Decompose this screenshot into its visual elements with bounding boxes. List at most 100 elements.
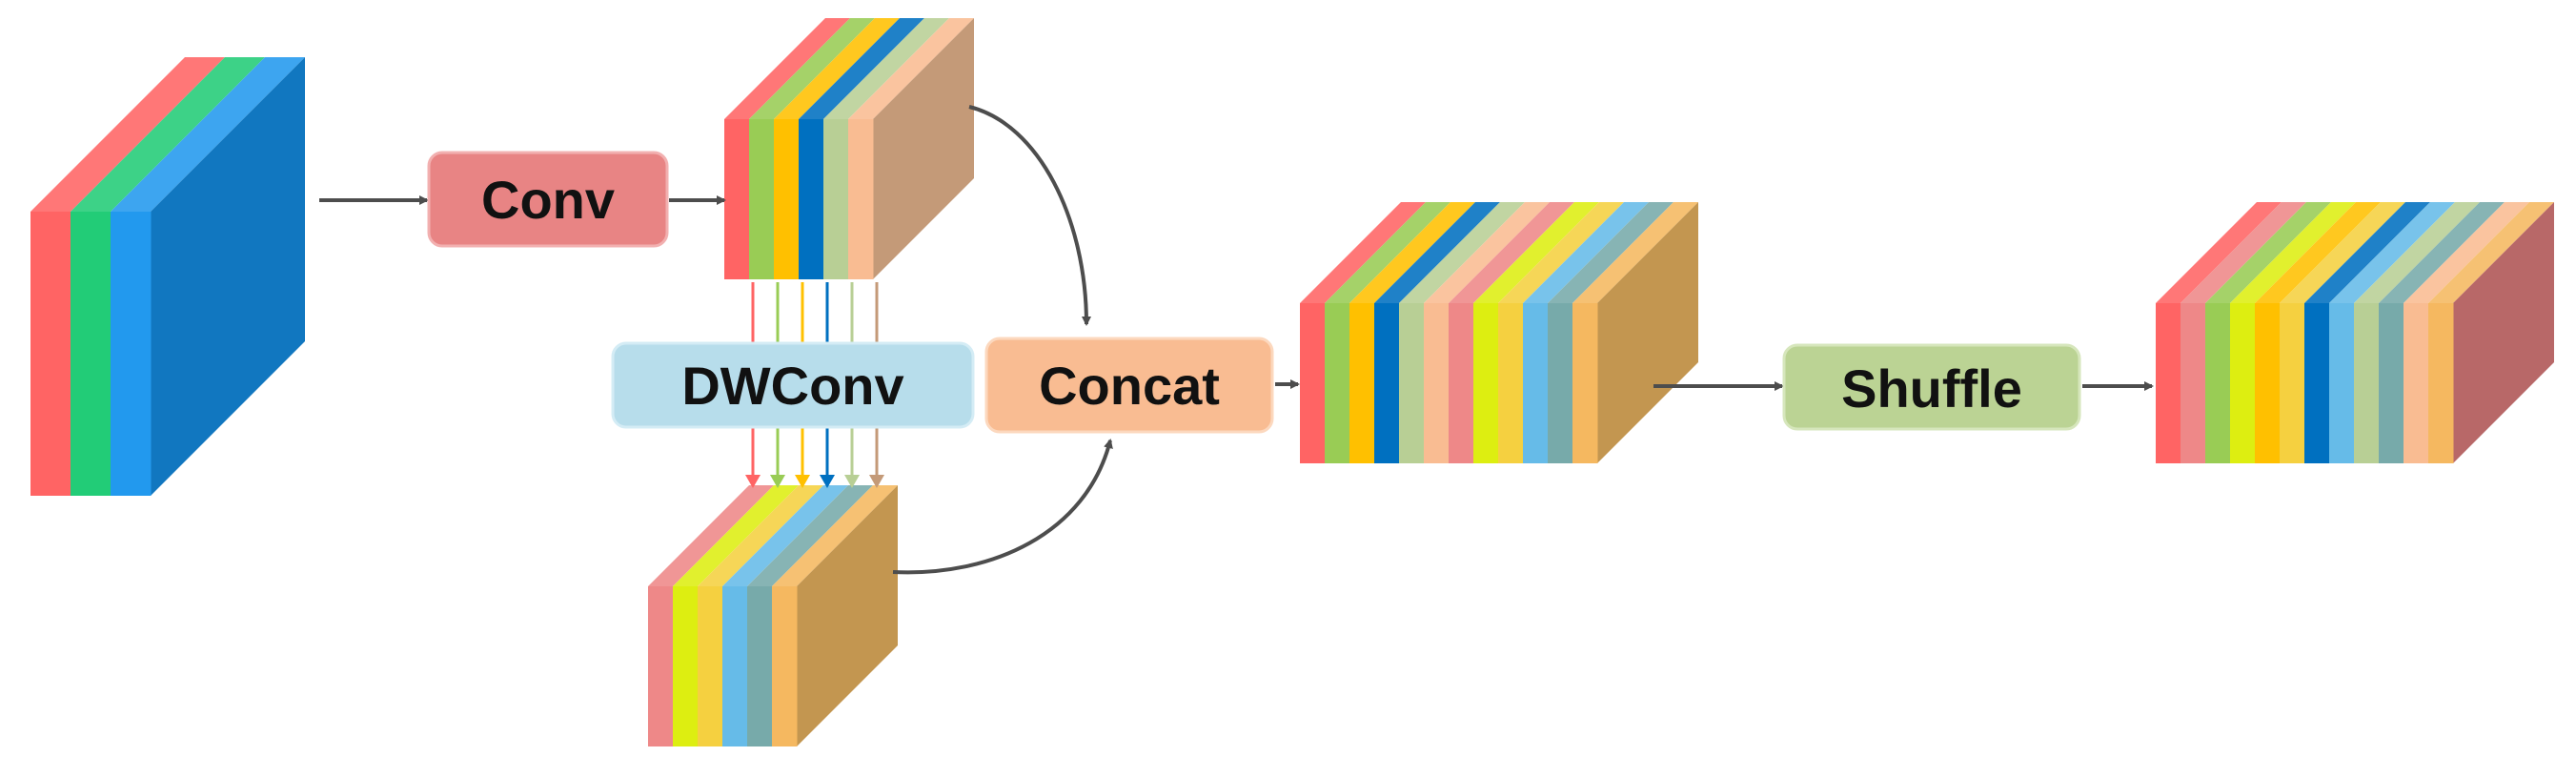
channel-top-face (2156, 202, 2282, 303)
channel-top-face (2255, 202, 2381, 303)
channel-front-face (772, 586, 798, 746)
channel-top-face (774, 18, 900, 119)
channel-arrow-head (844, 475, 860, 488)
channel-arrow-head (770, 475, 785, 488)
connector-arrows (319, 105, 2154, 575)
channel-front-face (724, 119, 750, 279)
channel-top-face (30, 57, 225, 212)
channel-front-face (2180, 303, 2206, 463)
block-side-face (2453, 202, 2554, 463)
channel-top-face (1523, 202, 1649, 303)
input-feature-map (30, 57, 305, 496)
channel-top-face (747, 485, 873, 586)
channel-front-face (2280, 303, 2305, 463)
channel-front-face (799, 119, 824, 279)
channel-top-face (1300, 202, 1426, 303)
channel-top-face (2329, 202, 2455, 303)
channel-front-face (673, 586, 699, 746)
channel-front-face (2329, 303, 2355, 463)
shuffle-box: Shuffle (1782, 343, 2081, 431)
channel-front-face (1300, 303, 1326, 463)
channel-front-face (774, 119, 800, 279)
concat-box: Concat (984, 337, 1274, 434)
channel-top-face (1572, 202, 1698, 303)
channel-arrow-head (795, 475, 810, 488)
channel-front-face (2428, 303, 2454, 463)
channel-top-face (2379, 202, 2505, 303)
conv-box: Conv (427, 151, 669, 248)
channel-front-face (1449, 303, 1474, 463)
channel-top-face (1424, 202, 1550, 303)
dwconv-output-feature-map (648, 485, 898, 746)
channel-top-face (1399, 202, 1525, 303)
concat-output-feature-map (1300, 202, 1698, 463)
channel-top-face (2304, 202, 2430, 303)
channel-top-face (2428, 202, 2554, 303)
channel-top-face (823, 18, 949, 119)
channel-top-face (749, 18, 875, 119)
channel-front-face (30, 212, 71, 496)
channel-top-face (1548, 202, 1673, 303)
channel-front-face (2205, 303, 2231, 463)
channel-front-face (2230, 303, 2256, 463)
concat-label: Concat (1039, 356, 1220, 416)
arrow-conv-output-to-concat (968, 105, 1091, 326)
channel-top-face (2180, 202, 2306, 303)
channel-top-face (2230, 202, 2356, 303)
channel-front-face (1548, 303, 1573, 463)
channel-top-face (1349, 202, 1475, 303)
channel-front-face (2404, 303, 2429, 463)
channel-top-face (1325, 202, 1450, 303)
channel-front-face (722, 586, 748, 746)
block-side-face (151, 57, 305, 496)
shuffle-label: Shuffle (1841, 358, 2022, 419)
channel-top-face (111, 57, 305, 212)
channel-front-face (71, 212, 112, 496)
channel-front-face (2156, 303, 2181, 463)
channel-front-face (749, 119, 775, 279)
block-side-face (873, 18, 974, 279)
channel-top-face (2280, 202, 2405, 303)
block-side-face (1597, 202, 1698, 463)
channel-front-face (2304, 303, 2330, 463)
channel-front-face (1349, 303, 1375, 463)
channel-top-face (2205, 202, 2331, 303)
channel-top-face (71, 57, 265, 212)
channel-front-face (1523, 303, 1549, 463)
channel-top-face (848, 18, 974, 119)
channel-front-face (2354, 303, 2380, 463)
channel-front-face (1498, 303, 1524, 463)
channel-top-face (698, 485, 823, 586)
channel-front-face (1473, 303, 1499, 463)
dwconv-label: DWConv (681, 356, 903, 416)
channel-front-face (1374, 303, 1400, 463)
dwconv-box: DWConv (611, 341, 975, 429)
channel-top-face (1449, 202, 1574, 303)
channel-front-face (648, 586, 674, 746)
shuffle-output-feature-map (2156, 202, 2554, 463)
channel-top-face (673, 485, 799, 586)
conv-label: Conv (481, 170, 615, 230)
channel-front-face (1572, 303, 1598, 463)
channel-front-face (1399, 303, 1425, 463)
arrow-dw-output-to-concat (892, 439, 1113, 575)
channel-top-face (2354, 202, 2480, 303)
channel-top-face (772, 485, 898, 586)
channel-arrow-head (820, 475, 835, 488)
channel-front-face (111, 212, 152, 496)
block-side-face (797, 485, 898, 746)
channel-front-face (698, 586, 723, 746)
channel-front-face (747, 586, 773, 746)
channel-front-face (2255, 303, 2281, 463)
channel-top-face (648, 485, 774, 586)
conv-output-feature-map (724, 18, 974, 279)
channel-top-face (1374, 202, 1500, 303)
channel-front-face (848, 119, 874, 279)
channel-front-face (1424, 303, 1450, 463)
channel-front-face (2379, 303, 2404, 463)
channel-top-face (2404, 202, 2529, 303)
channel-arrow-head (869, 475, 884, 488)
channel-top-face (1498, 202, 1624, 303)
channel-front-face (1325, 303, 1350, 463)
